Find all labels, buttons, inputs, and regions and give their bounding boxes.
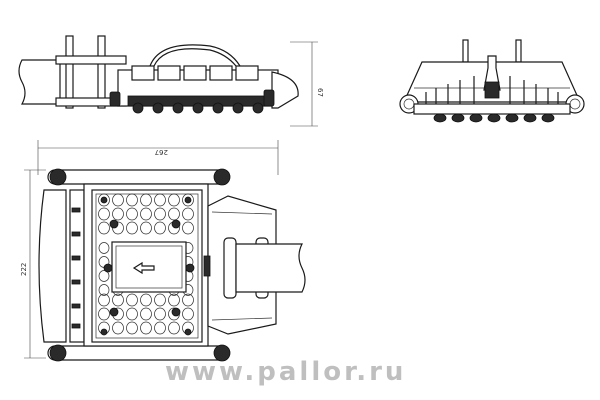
lens: [126, 207, 138, 221]
top-view: 267 222: [20, 140, 306, 362]
dim-depth-label: 222: [20, 263, 28, 276]
rib-left: [69, 189, 85, 343]
lens: [154, 321, 166, 335]
lens: [112, 207, 124, 221]
clamp-1: [223, 237, 237, 299]
lens: [182, 307, 194, 321]
lens: [140, 207, 152, 221]
lens: [112, 293, 124, 307]
front-shield: [271, 71, 299, 109]
post-right: [515, 39, 522, 63]
frame-left: [38, 189, 67, 343]
lens: [126, 221, 138, 235]
heatsink-fins: [131, 65, 259, 81]
lens: [98, 307, 110, 321]
lens: [140, 293, 152, 307]
lens: [168, 193, 180, 207]
lens: [182, 293, 194, 307]
lens: [126, 293, 138, 307]
dim-width-label: 267: [155, 148, 168, 156]
lens: [126, 321, 138, 335]
end-cap-right: [263, 89, 275, 107]
dim-height-label: 67: [316, 88, 324, 97]
side-view: 67: [18, 35, 324, 127]
lens: [154, 293, 166, 307]
lens: [98, 221, 110, 235]
pole-stub: [235, 243, 306, 293]
lens: [154, 221, 166, 235]
lens: [154, 193, 166, 207]
tube-top: [47, 169, 227, 185]
lens: [140, 321, 152, 335]
lens: [182, 221, 194, 235]
post-left: [462, 39, 469, 63]
lens: [140, 307, 152, 321]
bracket-post-right: [97, 35, 106, 109]
end-cap-left: [109, 91, 121, 107]
lens: [98, 270, 110, 282]
watermark: www.pallor.ru: [165, 357, 406, 387]
bracket-clamp-top: [55, 55, 127, 65]
lens: [98, 284, 110, 296]
lens: [140, 193, 152, 207]
lens: [98, 242, 110, 254]
lens-row: [127, 95, 269, 114]
cable-gland: [483, 55, 501, 91]
front-fins: [425, 76, 559, 104]
arrow-left-icon: [132, 261, 155, 275]
lens: [182, 193, 194, 207]
lens: [168, 293, 180, 307]
lens: [140, 221, 152, 235]
lens: [98, 293, 110, 307]
driver-box: [111, 241, 187, 293]
bracket-post-left: [65, 35, 74, 109]
lens: [154, 207, 166, 221]
lens: [126, 193, 138, 207]
lens: [126, 307, 138, 321]
lens: [182, 207, 194, 221]
lens: [98, 193, 110, 207]
front-view: [399, 39, 585, 123]
front-bottom-plate: [413, 103, 571, 115]
lens: [168, 207, 180, 221]
lens: [154, 307, 166, 321]
lens: [112, 321, 124, 335]
cable: [149, 44, 241, 67]
front-lenses: [433, 113, 555, 123]
lens: [112, 193, 124, 207]
lens: [98, 207, 110, 221]
lens: [168, 321, 180, 335]
pole-section: [18, 59, 61, 105]
